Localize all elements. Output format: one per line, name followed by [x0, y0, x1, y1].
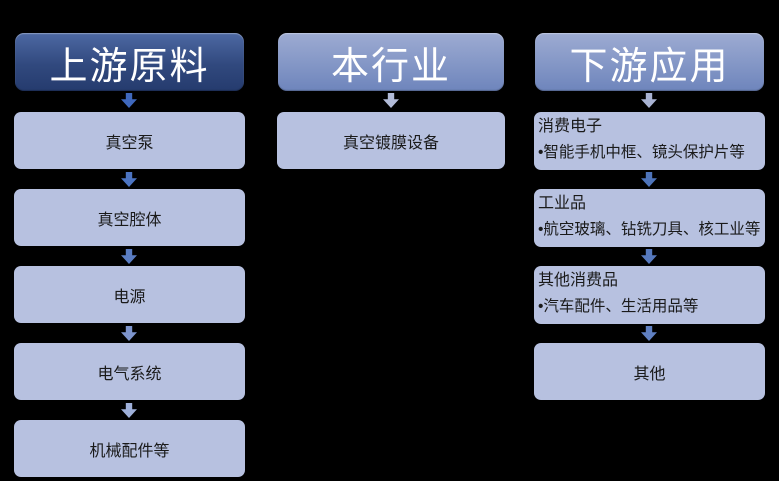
node-title: 工业品: [538, 195, 587, 212]
down-arrow-icon: [641, 326, 657, 341]
node-industrial-products: 工业品 •航空玻璃、钻铣刀具、核工业等: [534, 189, 765, 247]
down-arrow-icon: [121, 326, 137, 341]
header-upstream: 上游原料: [15, 33, 244, 91]
down-arrow-icon: [641, 93, 657, 108]
node-other: 其他: [534, 343, 765, 400]
node-power-supply: 电源: [14, 266, 245, 323]
node-coating-equipment: 真空镀膜设备: [277, 112, 505, 169]
down-arrow-icon: [121, 249, 137, 264]
down-arrow-icon: [641, 172, 657, 187]
down-arrow-icon: [641, 249, 657, 264]
down-arrow-icon: [383, 93, 399, 108]
down-arrow-icon: [121, 403, 137, 418]
column-upstream: 上游原料 真空泵 真空腔体 电源 电气系统 机械配件等: [14, 0, 245, 481]
down-arrow-icon: [121, 93, 137, 108]
node-vacuum-pump: 真空泵: [14, 112, 245, 169]
node-title: 消费电子: [538, 118, 603, 135]
down-arrow-icon: [121, 172, 137, 187]
column-industry: 本行业 真空镀膜设备: [277, 0, 505, 481]
node-consumer-electronics: 消费电子 •智能手机中框、镜头保护片等: [534, 112, 765, 170]
header-downstream: 下游应用: [535, 33, 764, 91]
header-industry: 本行业: [278, 33, 504, 91]
node-bullet: •智能手机中框、镜头保护片等: [538, 144, 745, 161]
node-bullet: •航空玻璃、钻铣刀具、核工业等: [538, 221, 761, 238]
node-bullet: •汽车配件、生活用品等: [538, 298, 699, 315]
node-vacuum-chamber: 真空腔体: [14, 189, 245, 246]
column-downstream: 下游应用 消费电子 •智能手机中框、镜头保护片等 工业品 •航空玻璃、钻铣刀具、…: [534, 0, 765, 481]
node-title: 其他消费品: [538, 272, 619, 289]
node-other-consumer-goods: 其他消费品 •汽车配件、生活用品等: [534, 266, 765, 324]
node-electrical-system: 电气系统: [14, 343, 245, 400]
node-mechanical-parts: 机械配件等: [14, 420, 245, 477]
